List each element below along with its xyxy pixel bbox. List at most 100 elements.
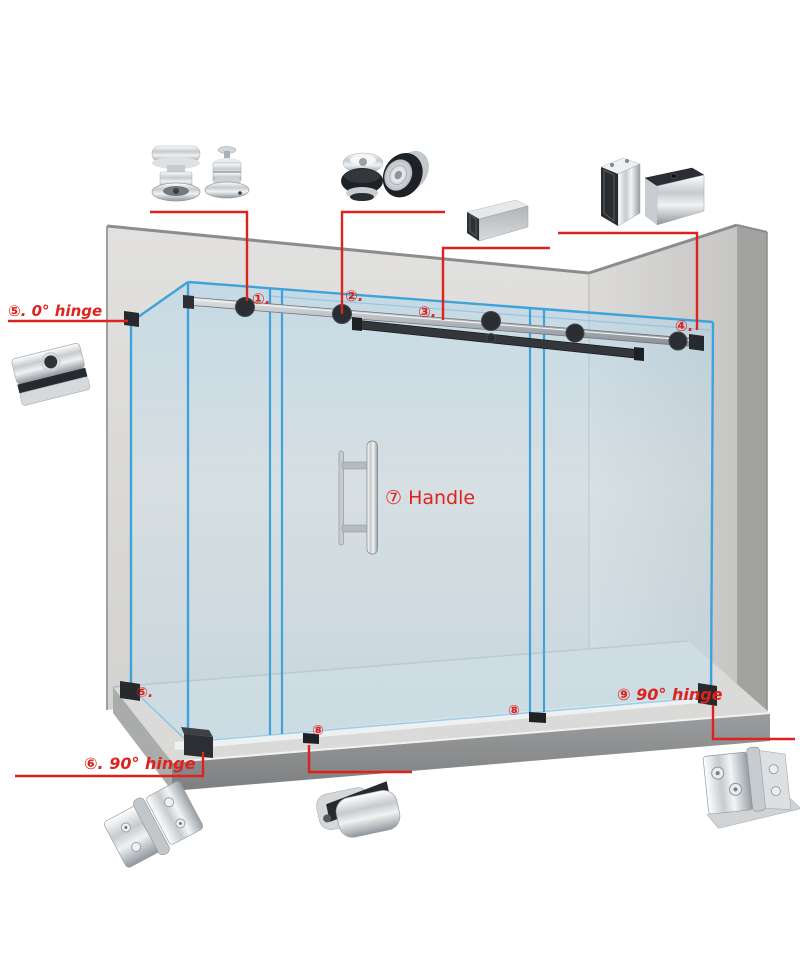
door-guide-block [303, 733, 319, 744]
corner-hinge-photo [104, 781, 204, 868]
bracket-screw-hole [670, 173, 678, 179]
callout-labels: ①. ②. ③. ④. ⑤. 0° hinge ⑤. ⑥. 90° hinge … [8, 287, 723, 773]
callout-7-handle: ⑦ Handle [385, 487, 475, 509]
bolt-stem [224, 151, 230, 161]
glass-fittings [120, 311, 717, 758]
hinge-screw-center [715, 771, 720, 776]
wall-mount-hinge-photo [702, 746, 800, 829]
leader-line-3 [441, 246, 550, 320]
track-stopper-block [689, 334, 704, 351]
callout-1: ①. [252, 290, 270, 308]
roller-neck [167, 165, 185, 173]
callout-3: ③. [418, 303, 436, 321]
right-wall-top-edge [588, 223, 738, 275]
front-glass-right-edge [709, 321, 715, 698]
bracket-open-side-rim [603, 169, 615, 223]
wheel-hub [394, 170, 402, 180]
clamp-hole-ring [41, 352, 61, 372]
hinge-wall-plate [759, 750, 792, 810]
hinge-screw [770, 786, 781, 797]
guide-screw [323, 814, 332, 823]
callout-4: ④. [675, 317, 693, 335]
hinge-glass-plate [702, 751, 753, 815]
zero-degree-hinge-bottom [120, 681, 140, 701]
zero-degree-hinge-top [124, 311, 139, 327]
callout-5-top: ⑤. 0° hinge [8, 302, 102, 320]
track-tube-photo [466, 199, 529, 242]
wheel-cap-center [359, 158, 367, 166]
track-end-cap [352, 317, 362, 331]
roller-base-flange [204, 181, 250, 199]
wheel-face-ring [389, 164, 408, 186]
front-glass-top-edge [187, 280, 714, 324]
door-guide-block [529, 712, 546, 723]
door-handle [338, 440, 378, 555]
roller-base-screw [173, 188, 179, 194]
hinge-screw-center [733, 787, 738, 792]
wall-bracket-pair-photo [600, 157, 705, 227]
anti-jump-roller [486, 333, 496, 343]
leader-line-4 [558, 231, 699, 330]
leader-line-8 [307, 745, 412, 774]
handle-front-bar [366, 440, 378, 555]
hinge-screw-center [124, 825, 128, 829]
roller [235, 297, 255, 317]
bracket-front-face [617, 163, 641, 227]
bar-wall-bracket [183, 295, 194, 309]
hinge-screw-center [178, 821, 182, 825]
ninety-degree-hinge-block [698, 683, 717, 706]
handle-back-bar [338, 450, 344, 546]
roller-wheel-pair-photo [341, 150, 429, 201]
hinge-screw [164, 797, 174, 808]
front-glass-bottom-edge [187, 696, 712, 743]
clamp-glass-slot [17, 367, 88, 394]
corner-hinge-block-top-face [181, 727, 213, 737]
callout-6: ⑥. 90° hinge [84, 754, 196, 773]
leader-line-1 [150, 210, 249, 301]
corner-hinge-block [184, 734, 213, 758]
glass-panels [129, 280, 715, 743]
handle-standoff [341, 524, 369, 533]
callout-9: ⑨ 90° hinge [617, 685, 723, 704]
wheel-base-bottom [350, 193, 374, 201]
roller-cap-pair-photo [151, 145, 250, 202]
door-guide-photo [316, 781, 401, 838]
track-end-cap [634, 347, 644, 361]
tilted-wheel [382, 150, 429, 198]
hinge-screw [131, 842, 142, 852]
leader-line-6 [15, 752, 205, 778]
leader-line-2 [340, 210, 445, 314]
back-wall-top-edge [106, 224, 590, 275]
clamp-hole [44, 355, 58, 369]
hinge-wing [146, 781, 204, 845]
glass-return-panel [131, 282, 188, 742]
callout-8-right: ⑧ [508, 703, 520, 719]
bracket-screw-hole [625, 159, 629, 163]
leader-lines [8, 210, 795, 778]
clamp-bottom-plate [19, 376, 91, 406]
glass-clamp-photo [11, 343, 91, 406]
top-track-assembly [183, 295, 704, 361]
wheel-tire-top [344, 169, 380, 183]
bracket-screw-hole [610, 163, 614, 167]
callout-2: ②. [345, 287, 363, 305]
bracket-side-face [645, 178, 657, 225]
tray-left-face [113, 687, 172, 791]
roller [668, 331, 688, 351]
tray-front-top-edge [171, 712, 771, 763]
hinge-screw [768, 764, 779, 775]
right-wall-cap-edge [736, 224, 768, 233]
hinge-knuckle [132, 797, 170, 856]
guide-front-wing [335, 790, 401, 838]
callout-8-left: ⑧ [312, 723, 324, 739]
roller [481, 311, 501, 331]
glass-front-panel [188, 282, 713, 742]
leader-line-9 [711, 705, 795, 741]
return-panel-top-edge [130, 281, 189, 323]
tube-open-end-rim [469, 214, 477, 238]
return-panel-bottom-edge [130, 687, 189, 743]
right-wall-side-face [737, 225, 767, 722]
callout-5-bottom: ⑤. [136, 685, 153, 701]
